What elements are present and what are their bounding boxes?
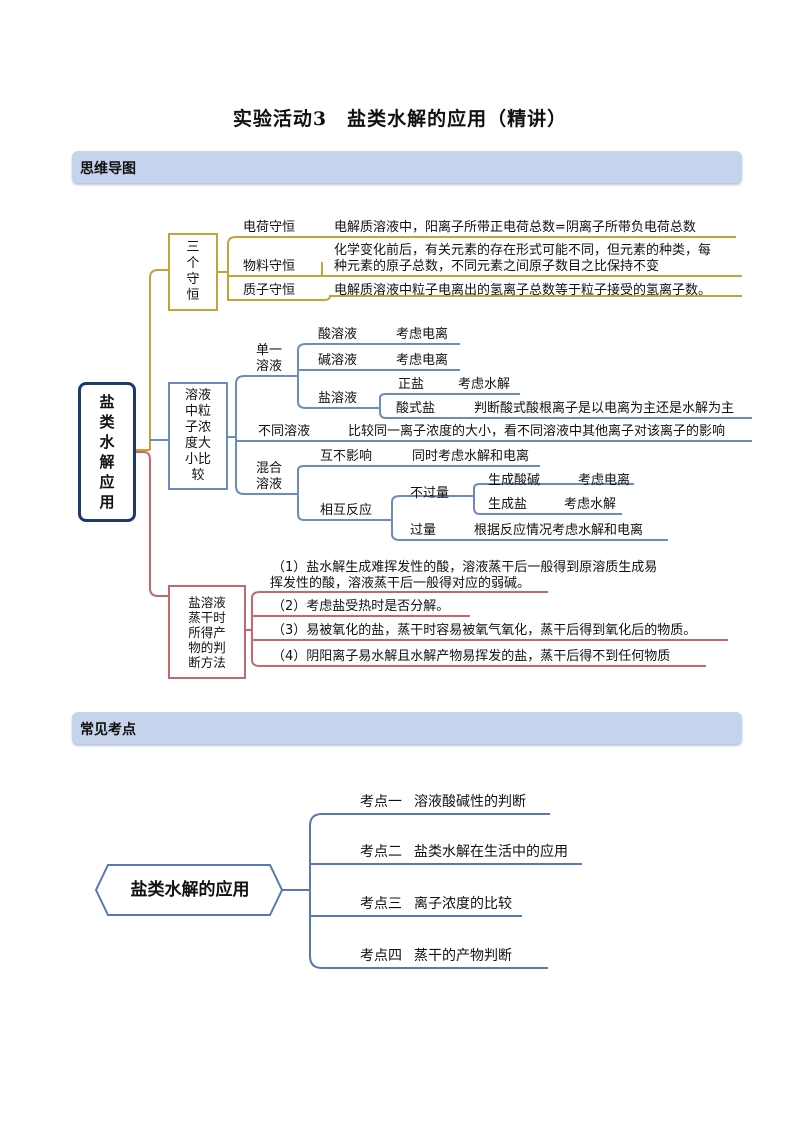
- normal-salt-label: 正盐: [398, 377, 425, 392]
- guard-item-desc: 化学变化前后，有关元素的存在形式可能不同，但元素的种类，每: [334, 243, 712, 258]
- excess-note: 根据反应情况考虑水解和电离: [474, 523, 644, 538]
- base-label: 碱溶液: [318, 353, 358, 368]
- not-excess-label: 不过量: [410, 486, 450, 501]
- base-note: 考虑电离: [396, 353, 449, 368]
- no-effect-label: 互不影响: [320, 449, 373, 464]
- gen-salt-label: 生成盐: [488, 497, 528, 512]
- conc-label: 溶液中粒子浓度大小比较: [184, 388, 211, 483]
- keypoints-root: 盐类水解的应用: [130, 880, 250, 900]
- keypoint-num: 考点三: [360, 896, 402, 912]
- gen-base-label: 生成酸碱: [488, 473, 541, 488]
- single-solution-label: 单一溶液: [256, 343, 283, 374]
- normal-salt-note: 考虑水解: [458, 377, 511, 392]
- excess-label: 过量: [410, 523, 437, 538]
- guard-item-desc: 电解质溶液中粒子电离出的氢离子总数等于粒子接受的氢离子数。: [334, 283, 712, 298]
- guard-item-name: 电荷守恒: [243, 220, 296, 235]
- acid-note: 考虑电离: [396, 327, 449, 342]
- guard-box: 三个守恒: [168, 233, 218, 311]
- mindmap-root-label: 盐类水解应用: [99, 393, 115, 511]
- guard-item-name: 质子守恒: [243, 283, 296, 298]
- keypoint-num: 考点一: [360, 794, 402, 810]
- diff-solution-label: 不同溶液: [258, 424, 311, 439]
- keypoint-text: 溶液酸碱性的判断: [414, 794, 526, 810]
- keypoint-num: 考点四: [360, 948, 402, 964]
- acid-salt-note: 判断酸式酸根离子是以电离为主还是水解为主: [474, 401, 735, 416]
- page-title: 实验活动3 盐类水解的应用（精讲）: [232, 108, 568, 130]
- keypoint-num: 考点二: [360, 844, 402, 860]
- evap-item-4: （4）阴阳离子易水解且水解产物易挥发的盐，蒸干后得不到任何物质: [272, 649, 671, 664]
- section-header-label: 思维导图: [80, 161, 136, 177]
- diff-solution-note: 比较同一离子浓度的大小，看不同溶液中其他离子对该离子的影响: [348, 424, 726, 439]
- no-effect-note: 同时考虑水解和电离: [412, 449, 530, 464]
- evap-item-2: （2）考虑盐受热时是否分解。: [272, 599, 450, 614]
- section-header-label: 常见考点: [80, 722, 136, 738]
- acid-salt-label: 酸式盐: [396, 401, 436, 416]
- keypoint-text: 离子浓度的比较: [414, 896, 512, 912]
- acid-label: 酸溶液: [318, 327, 358, 342]
- guard-item-desc: 电解质溶液中，阳离子所带正电荷总数=阴离子所带负电荷总数: [334, 220, 696, 235]
- evap-item-1-cont: 挥发性的酸，溶液蒸干后一般得对应的弱碱。: [270, 576, 531, 591]
- gen-salt-note: 考虑水解: [564, 497, 617, 512]
- section-header-keypoints: 常见考点: [72, 712, 742, 744]
- salt-label: 盐溶液: [318, 391, 358, 406]
- guard-label: 三个守恒: [186, 240, 200, 303]
- evap-item-3: （3）易被氧化的盐，蒸干时容易被氧气氧化，蒸干后得到氧化后的物质。: [272, 623, 697, 638]
- evap-label: 盐溶液蒸干时所得产物的判断方法: [188, 594, 226, 670]
- evap-item-1: （1）盐水解生成难挥发性的酸，溶液蒸干后一般得到原溶质生成易: [272, 560, 658, 575]
- gen-base-note: 考虑电离: [578, 473, 631, 488]
- react-label: 相互反应: [320, 503, 373, 518]
- guard-item-desc: 种元素的原子总数，不同元素之间原子数目之比保持不变: [334, 259, 660, 274]
- conc-box: 溶液中粒子浓度大小比较: [168, 382, 228, 490]
- mindmap-root: 盐类水解应用: [78, 382, 136, 522]
- guard-item-name: 物料守恒: [243, 259, 296, 274]
- keypoint-text: 蒸干的产物判断: [414, 948, 512, 964]
- keypoint-text: 盐类水解在生活中的应用: [414, 844, 568, 860]
- mixed-solution-label: 混合溶液: [256, 461, 283, 492]
- evap-box: 盐溶液蒸干时所得产物的判断方法: [168, 585, 246, 679]
- section-header-mindmap: 思维导图: [72, 151, 742, 183]
